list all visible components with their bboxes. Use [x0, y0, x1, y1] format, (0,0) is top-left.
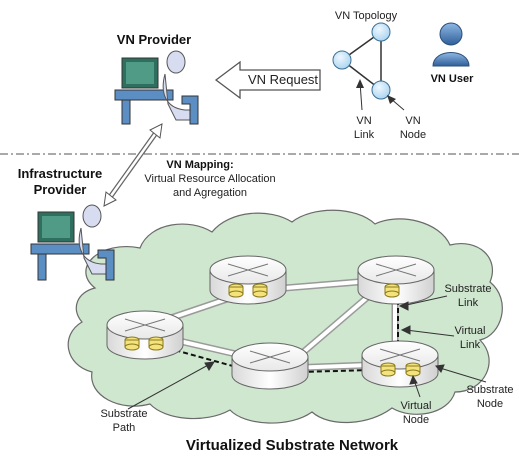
- router-top-middle: [209, 255, 287, 305]
- vn-mapping-title: VN Mapping:: [166, 159, 233, 171]
- virtual-node-label-line1: Virtual: [401, 400, 432, 412]
- vn-node-label-line1: VN: [405, 115, 420, 127]
- substrate-path-label-line2: Path: [113, 422, 136, 434]
- provider-link-arrowhead-top: [149, 123, 163, 139]
- virtual-node-label-line2: Node: [403, 414, 429, 426]
- vn-mapping-line2: and Agregation: [173, 187, 247, 199]
- infrastructure-provider-label-line1: Infrastructure: [18, 166, 103, 181]
- vn-node-arrowhead: [387, 95, 396, 104]
- vn-mapping-line1: Virtual Resource Allocation: [144, 173, 275, 185]
- substrate-node-label-line1: Substrate: [466, 384, 513, 396]
- vn-provider-workstation-icon: [114, 50, 199, 125]
- vn-request-label: VN Request: [248, 72, 318, 87]
- vn-topology-label: VN Topology: [335, 10, 398, 22]
- provider-link-arrowhead-bottom: [103, 191, 117, 207]
- vn-request-arrow: [214, 60, 321, 100]
- vn-node-bottom: [371, 80, 391, 100]
- router-bottom-middle: [231, 342, 309, 390]
- router-bottom-right: [361, 340, 439, 388]
- virtual-link-label-line2: Link: [460, 339, 481, 351]
- vn-user-icon: [432, 22, 470, 67]
- substrate-link-label-line1: Substrate: [444, 283, 491, 295]
- vn-provider-label: VN Provider: [117, 32, 191, 47]
- callout-lines: [127, 295, 487, 410]
- virtual-link-label-line1: Virtual: [455, 325, 486, 337]
- vn-node-left: [332, 50, 352, 70]
- vn-link-label-line1: VN: [356, 115, 371, 127]
- substrate-path-label-line1: Substrate: [100, 408, 147, 420]
- substrate-node-label-line2: Node: [477, 398, 503, 410]
- vn-node-top: [371, 22, 391, 42]
- infrastructure-provider-label-line2: Provider: [34, 182, 87, 197]
- network-title: Virtualized Substrate Network: [186, 437, 399, 454]
- vn-user-label: VN User: [431, 73, 475, 85]
- router-left: [106, 310, 184, 360]
- substrate-link-label-line2: Link: [458, 297, 479, 309]
- infrastructure-provider-workstation-icon: [30, 204, 115, 281]
- vn-link-label-line2: Link: [354, 129, 375, 141]
- router-top-right: [357, 255, 435, 305]
- vn-node-label-line2: Node: [400, 129, 426, 141]
- vn-link-arrowhead: [356, 79, 364, 88]
